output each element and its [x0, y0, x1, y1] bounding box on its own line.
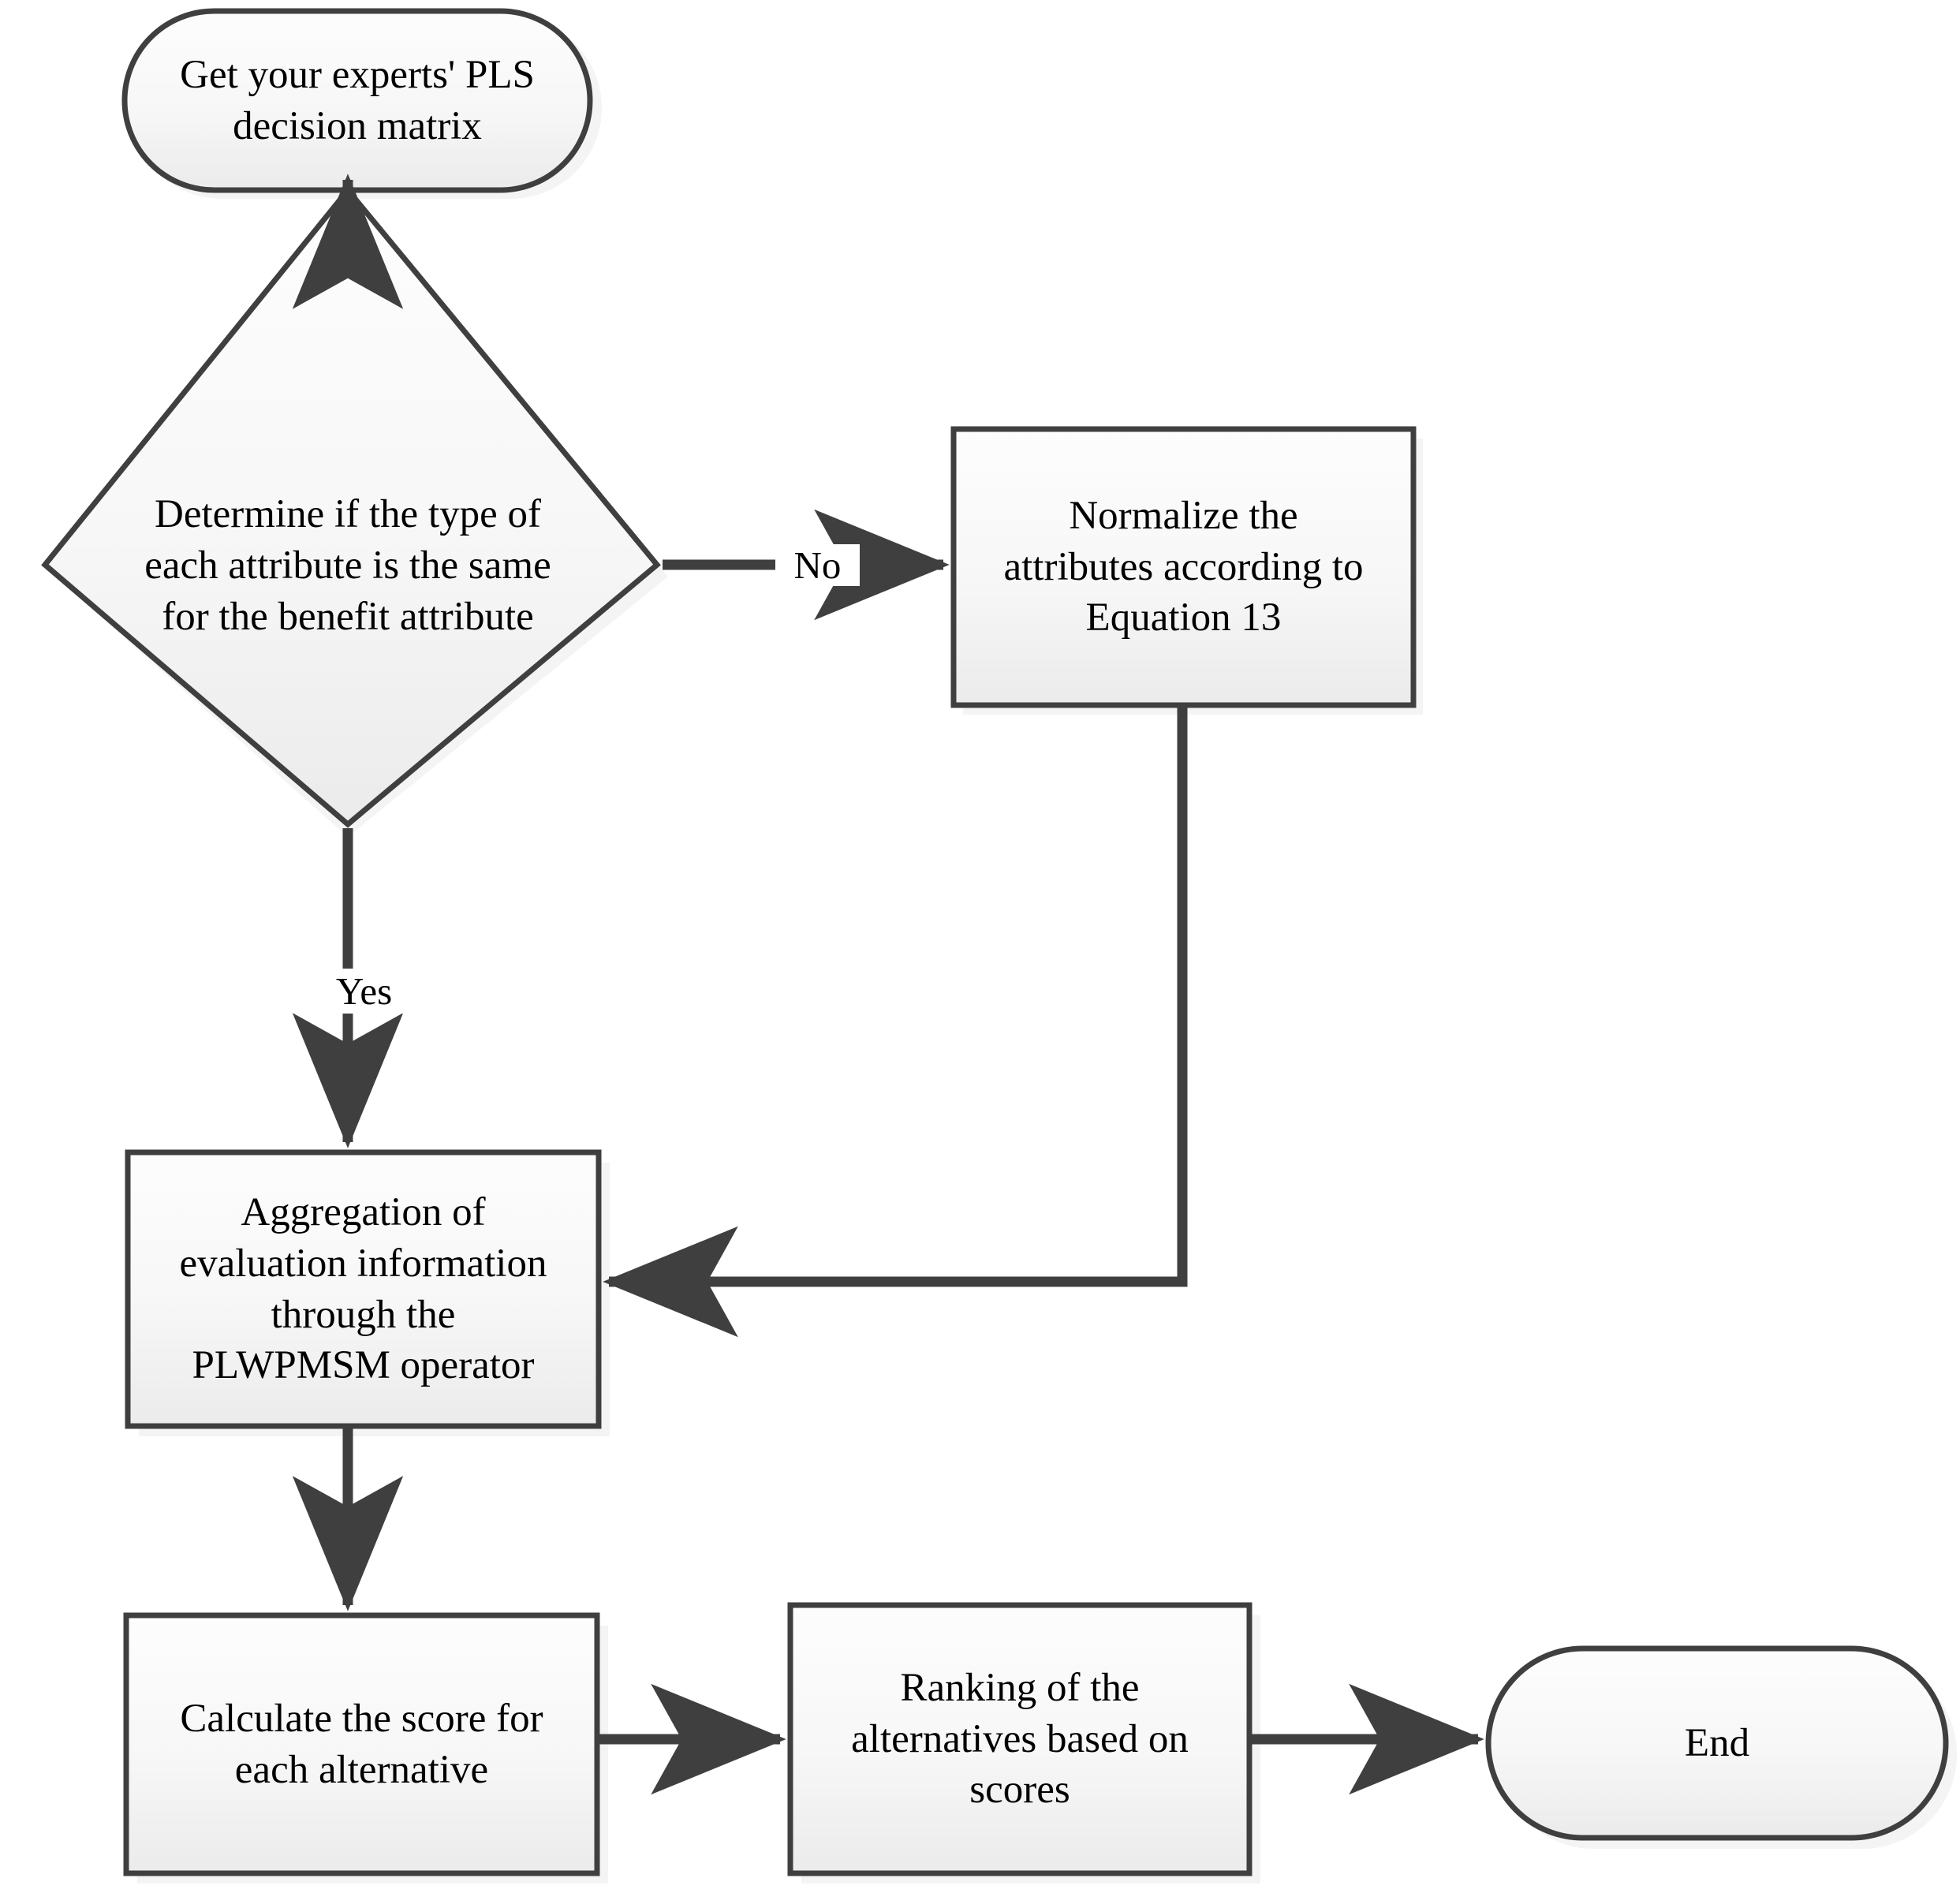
node-end-shape: [1485, 1645, 1949, 1841]
node-decision-shape: [41, 185, 661, 828]
edge-label-no: No: [775, 544, 860, 586]
node-ranking-shape: [787, 1602, 1253, 1876]
node-start-shape: [121, 8, 593, 193]
node-aggregate-shape: [125, 1149, 602, 1429]
node-calculate-shape: [123, 1612, 600, 1876]
edge-label-yes: Yes: [314, 969, 414, 1014]
edge-normalize-to-aggregate: [603, 708, 1188, 1338]
node-normalize-shape: [950, 426, 1417, 708]
